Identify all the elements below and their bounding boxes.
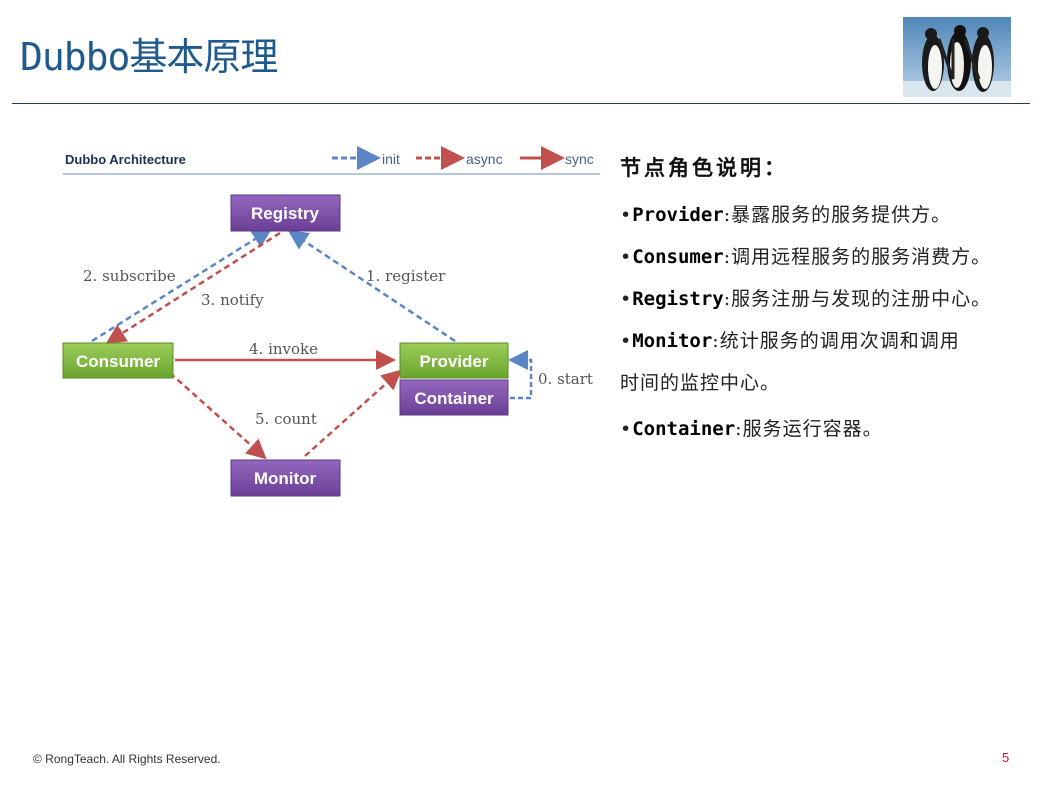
node-provider-label: Provider	[420, 352, 489, 371]
role-item-registry: •Registry:服务注册与发现的注册中心。	[620, 288, 992, 310]
node-provider: Provider	[399, 342, 509, 379]
legend-sync: sync	[565, 151, 594, 167]
role-term: Registry	[632, 288, 724, 310]
role-term: Container	[632, 418, 736, 440]
edge-start	[508, 350, 533, 400]
role-text: 统计服务的调用次调和调用	[719, 330, 960, 352]
title-divider	[12, 103, 1030, 104]
label-notify: 3. notify	[201, 291, 264, 309]
node-monitor: Monitor	[230, 459, 341, 497]
role-text: 服务注册与发现的注册中心。	[731, 288, 992, 310]
label-register: 1. register	[366, 267, 446, 285]
node-container: Container	[399, 379, 509, 416]
node-registry: Registry	[230, 194, 341, 232]
slide-title: Dubbo基本原理	[20, 35, 278, 79]
node-container-label: Container	[414, 389, 494, 408]
role-term: Monitor	[632, 330, 713, 352]
role-item-container: •Container:服务运行容器。	[620, 418, 883, 440]
edge-count-provider	[304, 369, 402, 457]
edge-subscribe	[91, 228, 273, 343]
copyright-footer: © RongTeach. All Rights Reserved.	[33, 752, 221, 766]
node-consumer-label: Consumer	[76, 352, 160, 371]
label-subscribe: 2. subscribe	[83, 267, 176, 285]
node-monitor-label: Monitor	[254, 469, 317, 488]
edge-notify	[105, 231, 281, 344]
role-text: 服务运行容器。	[742, 418, 883, 440]
role-item-provider: •Provider:暴露服务的服务提供方。	[620, 204, 952, 226]
page-number: 5	[1002, 750, 1010, 765]
role-item-consumer: •Consumer:调用远程服务的服务消费方。	[620, 246, 992, 268]
role-item-monitor: •Monitor:统计服务的调用次调和调用时间的监控中心。	[620, 330, 960, 394]
role-text-continuation: 时间的监控中心。	[620, 372, 781, 394]
role-description: 节点角色说明： •Provider:暴露服务的服务提供方。 •Consumer:…	[620, 152, 1045, 450]
node-registry-label: Registry	[251, 204, 320, 223]
role-term: Consumer	[632, 246, 724, 268]
edge-register	[287, 230, 456, 343]
role-text: 调用远程服务的服务消费方。	[731, 246, 992, 268]
diagram-title: Dubbo Architecture	[65, 152, 186, 167]
penguin-logo-image	[903, 17, 1011, 97]
role-term: Provider	[632, 204, 724, 226]
legend-init: init	[382, 151, 400, 167]
legend-async: async	[466, 151, 503, 167]
edge-count-consumer	[169, 372, 267, 460]
label-invoke: 4. invoke	[249, 340, 318, 358]
role-description-heading: 节点角色说明：	[620, 155, 788, 180]
label-count: 5. count	[255, 410, 317, 428]
dubbo-architecture-diagram: Dubbo Architecture init async sync 1. re…	[62, 146, 600, 497]
label-start: 0. start	[538, 370, 593, 388]
role-text: 暴露服务的服务提供方。	[731, 204, 952, 226]
node-consumer: Consumer	[62, 342, 174, 379]
